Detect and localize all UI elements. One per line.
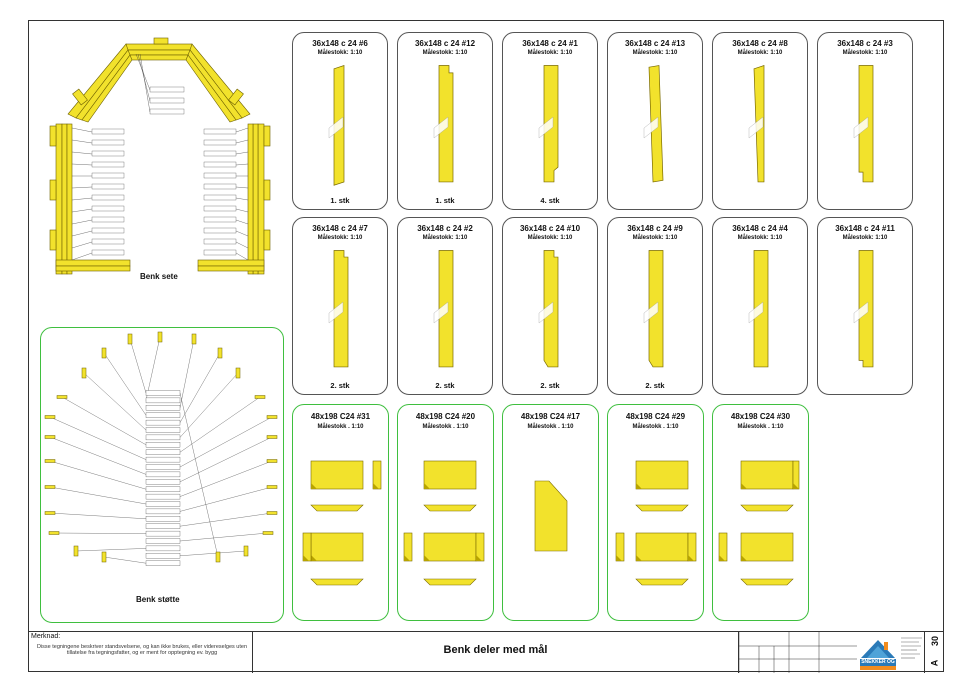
part-title: 48x198 C24 #31 — [310, 412, 371, 421]
support-frame — [40, 327, 284, 623]
part-title: 36x148 c 24 #4 — [732, 224, 788, 233]
part-drawing — [853, 65, 874, 183]
row2-part-card: 36x148 c 24 #7 Målestokk: 1:10 2. stk — [292, 217, 388, 395]
sheet-number: 30 — [930, 635, 941, 647]
part-scale: Målestokk: 1:10 — [527, 235, 573, 241]
part-drawing — [328, 250, 349, 368]
drawing-title-box: Benk deler med mål — [253, 632, 739, 673]
part-title: 36x148 c 24 #7 — [312, 224, 368, 233]
part-drawing — [643, 65, 664, 183]
part-quantity: 2. stk — [435, 381, 455, 390]
part-scale: Målestokk . 1:10 — [317, 424, 364, 430]
part-scale: Målestokk . 1:10 — [422, 424, 469, 430]
note-box: Merknad: Disse tegningene beskriver stan… — [28, 632, 253, 673]
part-scale: Målestokk: 1:10 — [842, 50, 888, 56]
row2-part-card: 36x148 c 24 #9 Målestokk: 1:10 2. stk — [607, 217, 703, 395]
row1-part-card: 36x148 c 24 #8 Målestokk: 1:10 — [712, 32, 808, 210]
drawing-title: Benk deler med mål — [443, 644, 548, 656]
part-title: 36x148 c 24 #6 — [312, 39, 368, 48]
company-logo: SNEKKER OG — [857, 632, 899, 673]
part-scale: Målestokk: 1:10 — [737, 50, 783, 56]
part-drawing — [748, 250, 769, 368]
part-title: 48x198 C24 #17 — [520, 412, 581, 421]
part-scale: Målestokk: 1:10 — [842, 235, 888, 241]
part-title: 48x198 C24 #20 — [415, 412, 476, 421]
part-scale: Målestokk: 1:10 — [632, 235, 678, 241]
support-plan-drawing — [44, 331, 278, 566]
part-drawing — [328, 65, 345, 186]
support-plan-label: Benk støtte — [136, 595, 180, 604]
part-title: 36x148 c 24 #3 — [837, 39, 893, 48]
part-scale: Målestokk: 1:10 — [317, 50, 363, 56]
note-label: Merknad: — [31, 633, 61, 640]
part-scale: Målestokk: 1:10 — [527, 50, 573, 56]
part-quantity: 1. stk — [330, 196, 350, 205]
sheet-number-box: 30 A — [924, 632, 944, 673]
part-scale: Målestokk: 1:10 — [422, 235, 468, 241]
part-scale: Målestokk . 1:10 — [737, 424, 784, 430]
house-logo-icon — [860, 640, 896, 670]
part-title: 36x148 c 24 #8 — [732, 39, 788, 48]
part-title: 36x148 c 24 #10 — [519, 224, 581, 233]
part-scale: Målestokk: 1:10 — [422, 50, 468, 56]
row1-part-card: 36x148 c 24 #6 Målestokk: 1:10 1. stk — [292, 32, 388, 210]
part-drawing — [302, 460, 382, 586]
support-plan: Benk støtte — [40, 327, 284, 623]
part-drawing — [433, 65, 454, 183]
part-title: 36x148 c 24 #9 — [627, 224, 683, 233]
part-drawing — [534, 480, 568, 552]
part-drawing — [615, 460, 697, 586]
part-scale: Målestokk . 1:10 — [527, 424, 574, 430]
part-scale: Målestokk . 1:10 — [632, 424, 679, 430]
drawing-sheet — [28, 20, 944, 672]
company-name: SNEKKER OG — [861, 659, 895, 665]
part-title: 36x148 c 24 #2 — [417, 224, 473, 233]
part-drawing — [748, 65, 765, 183]
part-title: 36x148 c 24 #1 — [522, 39, 578, 48]
seat-plan-drawing — [49, 37, 271, 275]
part-title: 36x148 c 24 #13 — [624, 39, 686, 48]
part-drawing — [853, 250, 874, 368]
part-title: 36x148 c 24 #11 — [835, 224, 895, 233]
part-drawing — [643, 250, 664, 368]
title-block: Merknad: Disse tegningene beskriver stan… — [28, 631, 944, 673]
part-quantity: 1. stk — [435, 196, 455, 205]
part-scale: Målestokk: 1:10 — [632, 50, 678, 56]
part-drawing — [403, 460, 485, 586]
sheet-size: A — [929, 659, 940, 667]
row2-part-card: 36x148 c 24 #4 Målestokk: 1:10 — [712, 217, 808, 395]
part-scale: Målestokk: 1:10 — [737, 235, 783, 241]
part-scale: Målestokk: 1:10 — [317, 235, 363, 241]
part-title: 48x198 C24 #29 — [625, 412, 686, 421]
company-info — [899, 632, 924, 673]
row1-part-card: 36x148 c 24 #1 Målestokk: 1:10 4. stk — [502, 32, 598, 210]
part-quantity: 2. stk — [330, 381, 350, 390]
title-block-cells — [738, 632, 857, 673]
note-text: Disse tegningene beskriver standsvelsene… — [36, 644, 248, 656]
part-drawing — [433, 250, 454, 368]
part-title: 36x148 c 24 #12 — [414, 39, 476, 48]
part-quantity: 2. stk — [645, 381, 665, 390]
part-title: 48x198 C24 #30 — [730, 412, 791, 421]
part-quantity: 4. stk — [540, 196, 560, 205]
row2-part-card: 36x148 c 24 #2 Målestokk: 1:10 2. stk — [397, 217, 493, 395]
part-drawing — [538, 250, 559, 368]
part-drawing — [538, 65, 559, 183]
seat-plan: Benk sete — [36, 30, 296, 290]
part-quantity: 2. stk — [540, 381, 560, 390]
row1-part-card: 36x148 c 24 #3 Målestokk: 1:10 — [817, 32, 913, 210]
part-drawing — [718, 460, 800, 586]
seat-plan-label: Benk sete — [140, 272, 178, 281]
